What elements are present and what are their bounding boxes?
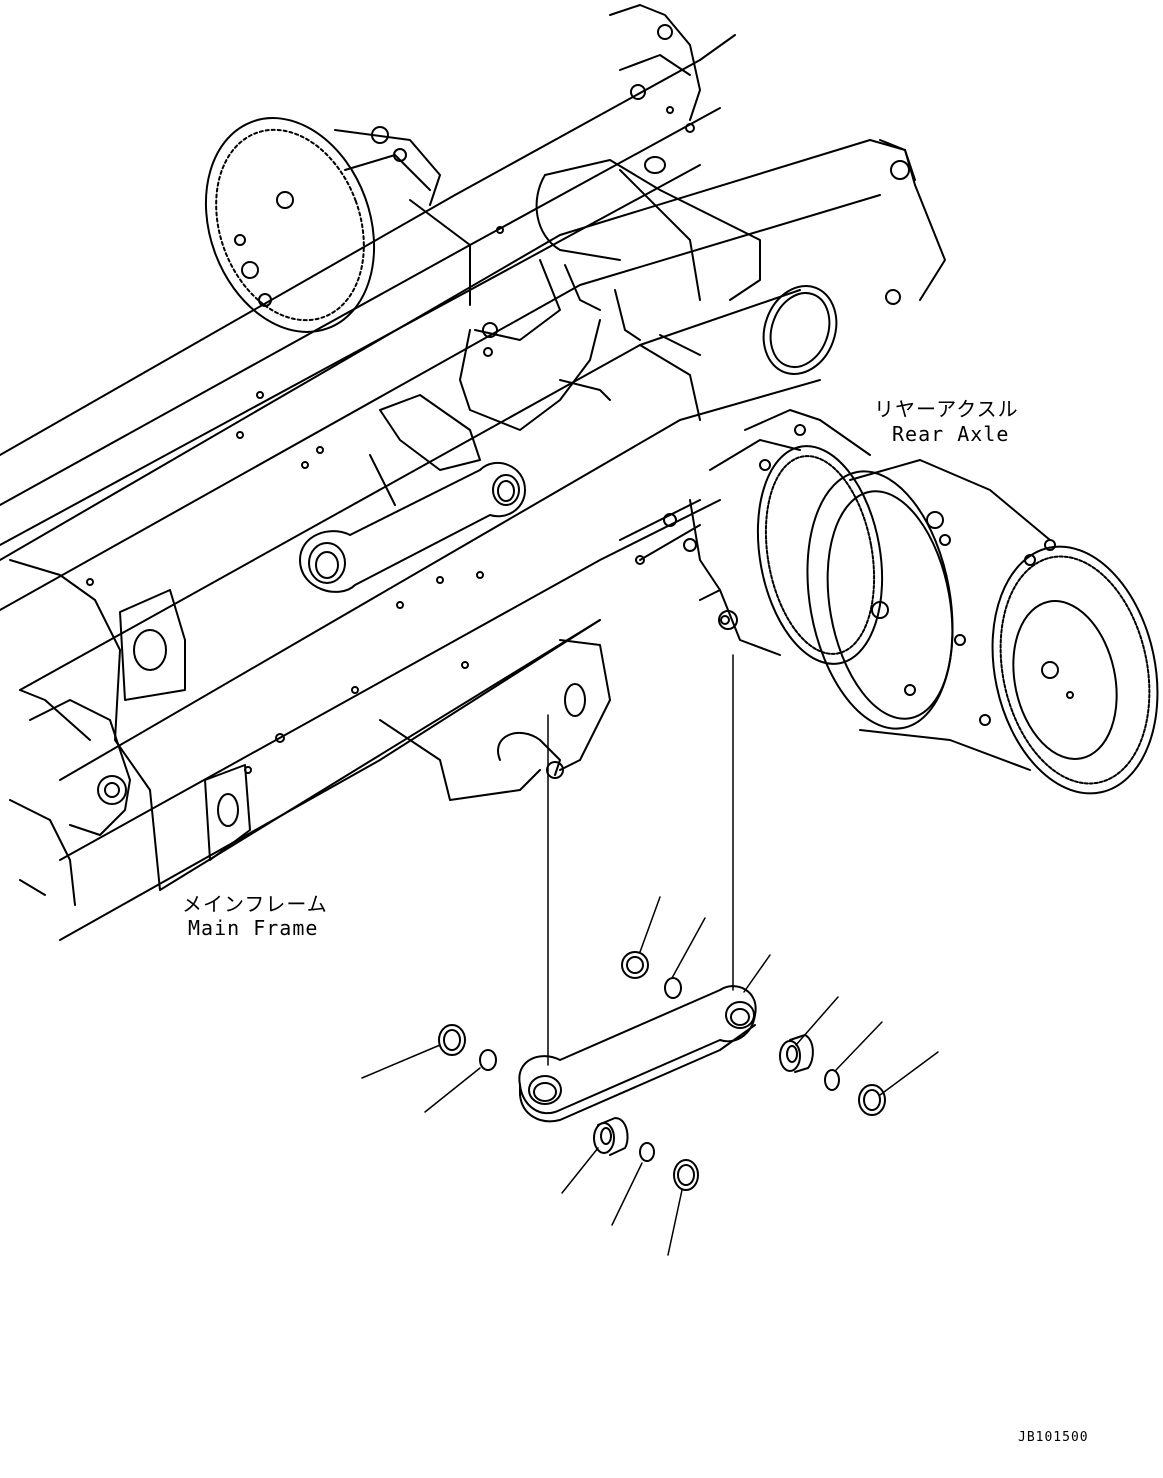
front-axle [204, 117, 441, 333]
pins [479, 977, 840, 1162]
exploded-link [518, 985, 757, 1123]
rear-axle [379, 409, 1159, 801]
main-frame-label-en: Main Frame [188, 916, 319, 940]
bushing-left [593, 1117, 629, 1156]
main-frame-label-jp: メインフレーム [182, 892, 328, 916]
installed-link [299, 454, 526, 593]
callout-lines [361, 896, 939, 1256]
main-frame [0, 4, 946, 941]
center-housing [379, 156, 761, 471]
rear-axle-label-en: Rear Axle [892, 422, 1010, 446]
drawing-id: JB101500 [1018, 1430, 1089, 1445]
assembly-lines [547, 654, 734, 1066]
rear-axle-label-jp: リヤーアクスル [874, 397, 1019, 421]
bushing-right [779, 1034, 814, 1073]
seal-rings [438, 951, 886, 1191]
